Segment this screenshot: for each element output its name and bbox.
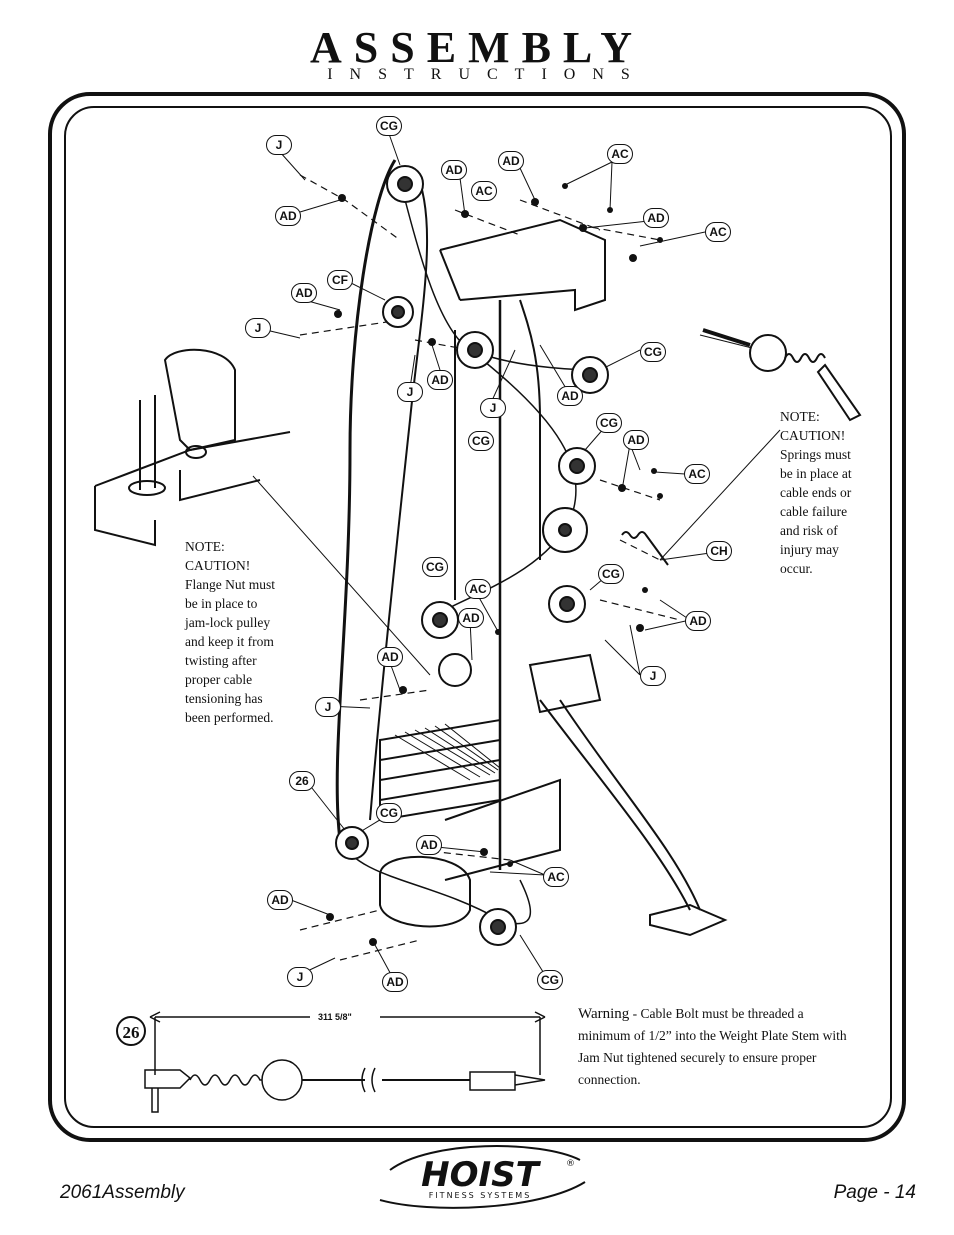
part-label-ad: AD [643, 208, 669, 228]
part-label-cf: CF [327, 270, 353, 290]
part-label-j: J [640, 666, 666, 686]
part-label-ad: AD [441, 160, 467, 180]
svg-text:FITNESS SYSTEMS: FITNESS SYSTEMS [429, 1191, 532, 1200]
part-label-cg: CG [640, 342, 666, 362]
part-label-ac: AC [607, 144, 633, 164]
document-id: 2061Assembly [60, 1182, 185, 1203]
part-label-ch: CH [706, 541, 732, 561]
part-label-ad: AD [458, 608, 484, 628]
hoist-logo: HOIST ® FITNESS SYSTEMS [379, 1145, 586, 1209]
pulley [571, 356, 609, 394]
part-label-cg: CG [468, 431, 494, 451]
part-label-ad: AD [291, 283, 317, 303]
warning-text: Warning - Cable Bolt must be threaded a … [578, 1003, 858, 1091]
part-label-ac: AC [471, 181, 497, 201]
part-label-cg: CG [376, 116, 402, 136]
part-label-ac: AC [705, 222, 731, 242]
part-label-j: J [480, 398, 506, 418]
part-label-ad: AD [377, 647, 403, 667]
part-label-cg: CG [376, 803, 402, 823]
part-label-26: 26 [289, 771, 315, 791]
part-label-ad: AD [557, 386, 583, 406]
part-label-ac: AC [543, 867, 569, 887]
svg-text:®: ® [566, 1159, 575, 1169]
warning-body: - Cable Bolt must be threaded a minimum … [578, 1006, 847, 1087]
part-label-ad: AD [382, 972, 408, 992]
part-label-j: J [266, 135, 292, 155]
part-label-ac: AC [684, 464, 710, 484]
part-label-ad: AD [685, 611, 711, 631]
inner-frame [64, 106, 892, 1128]
flange-nut-note: NOTE: CAUTION! Flange Nut must be in pla… [185, 539, 275, 725]
page-number: Page - 14 [833, 1182, 916, 1203]
pulley [386, 165, 424, 203]
part-label-ac: AC [465, 579, 491, 599]
pulley [558, 447, 596, 485]
header-title: ASSEMBLY [309, 23, 645, 72]
svg-text:HOIST: HOIST [421, 1155, 541, 1195]
part-label-ad: AD [498, 151, 524, 171]
part-label-ad: AD [623, 430, 649, 450]
part-label-j: J [315, 697, 341, 717]
part-label-ad: AD [427, 370, 453, 390]
part-label-ad: AD [267, 890, 293, 910]
part-label-cg: CG [596, 413, 622, 433]
step-number: 26 [116, 1016, 146, 1046]
pulley [382, 296, 414, 328]
outer-frame [48, 92, 906, 1142]
pulley [548, 585, 586, 623]
pulley [542, 507, 588, 553]
part-label-j: J [397, 382, 423, 402]
pulley [479, 908, 517, 946]
cable-length-dimension: 311 5/8" [318, 1012, 352, 1022]
warning-title: Warning [578, 1006, 630, 1022]
header-subtitle: INSTRUCTIONS [327, 66, 647, 83]
part-label-ad: AD [416, 835, 442, 855]
part-label-cg: CG [537, 970, 563, 990]
part-label-ad: AD [275, 206, 301, 226]
part-label-cg: CG [422, 557, 448, 577]
part-label-j: J [245, 318, 271, 338]
pulley [456, 331, 494, 369]
part-label-j: J [287, 967, 313, 987]
pulley [421, 601, 459, 639]
part-label-cg: CG [598, 564, 624, 584]
pulley [335, 826, 369, 860]
springs-note: NOTE: CAUTION! Springs must be in place … [780, 409, 852, 576]
